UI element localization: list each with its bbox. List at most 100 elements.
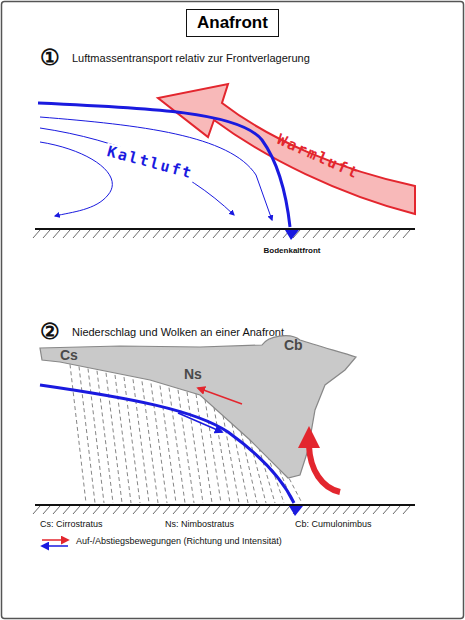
hatch-stroke <box>63 230 70 238</box>
legend-arrow-sample <box>42 539 68 541</box>
cloud-type-label: Cb <box>284 337 303 353</box>
hatch-stroke <box>183 506 190 514</box>
hatch-stroke <box>113 230 120 238</box>
rain-streak <box>70 364 86 503</box>
rain-streak <box>214 408 230 503</box>
cloud-outline <box>38 335 358 485</box>
rain-streak <box>151 383 167 503</box>
rain-streak <box>124 377 140 503</box>
rain-streak <box>106 373 122 503</box>
warm-air-arrow <box>158 84 415 214</box>
hatch-stroke <box>263 230 270 238</box>
hatch-stroke <box>373 506 380 514</box>
hatch-stroke <box>243 230 250 238</box>
legend-entry: Cs: Cirrostratus <box>40 519 103 529</box>
rain-streak <box>178 390 194 503</box>
hatch-stroke <box>83 506 90 514</box>
cloud-body <box>40 336 356 478</box>
hatch-stroke <box>43 230 50 238</box>
hatch-stroke <box>343 506 350 514</box>
hatch-stroke <box>193 230 200 238</box>
cloud-shape: Cs CbNs <box>38 335 358 485</box>
hatch-stroke <box>33 230 40 238</box>
hatch-stroke <box>323 506 330 514</box>
panel-number: ① <box>40 45 60 70</box>
hatch-stroke <box>253 230 260 238</box>
hatch-stroke <box>403 506 410 514</box>
hatch-stroke <box>53 230 60 238</box>
hatch-stroke <box>213 230 220 238</box>
hatch-stroke <box>123 506 130 514</box>
hatch-stroke <box>53 506 60 514</box>
hatch-stroke <box>353 230 360 238</box>
hatch-stroke <box>383 230 390 238</box>
descent-arrow <box>178 413 222 432</box>
hatch-stroke <box>163 230 170 238</box>
ground-line <box>35 228 415 230</box>
hatch-stroke <box>73 506 80 514</box>
hatch-stroke <box>143 230 150 238</box>
cloud-type-label: Ns <box>184 366 202 382</box>
legend-entry: Ns: Nimbostratus <box>165 519 234 529</box>
hatch-stroke <box>203 230 210 238</box>
rain-streak <box>187 392 203 503</box>
cold-front-symbol <box>285 230 299 240</box>
hatch-stroke <box>33 506 40 514</box>
hatch-stroke <box>233 506 240 514</box>
hatch-stroke <box>223 230 230 238</box>
rain-streak <box>160 386 176 503</box>
cloud-group <box>40 336 356 478</box>
hatch-stroke <box>233 230 240 238</box>
hatch-stroke <box>243 506 250 514</box>
hatch-stroke <box>133 230 140 238</box>
rain-streak <box>196 394 212 503</box>
hatch-stroke <box>133 506 140 514</box>
hatch-stroke <box>43 506 50 514</box>
rain-streak <box>142 381 158 503</box>
hatch-stroke <box>163 506 170 514</box>
panel-heading: Niederschlag und Wolken an einer Anafron… <box>72 326 284 339</box>
hatch-stroke <box>303 230 310 238</box>
legend-entry: Cb: Cumulonimbus <box>295 519 372 529</box>
hatch-stroke <box>343 230 350 238</box>
hatch-stroke <box>333 230 340 238</box>
hatch-stroke <box>313 230 320 238</box>
hatch-stroke <box>63 506 70 514</box>
hatch-stroke <box>273 506 280 514</box>
hatch-stroke <box>393 230 400 238</box>
rain-streak <box>97 371 113 503</box>
hatch-stroke <box>153 506 160 514</box>
hatch-stroke <box>153 230 160 238</box>
hatch-stroke <box>83 230 90 238</box>
hatch-stroke <box>73 230 80 238</box>
ground-hatching <box>33 230 410 238</box>
hatch-stroke <box>253 506 260 514</box>
cold-air-flow <box>40 128 234 215</box>
rain-streak <box>205 400 221 504</box>
legend-entry: Auf-/Abstiegsbewegungen (Richtung und In… <box>76 536 282 546</box>
hatch-stroke <box>383 506 390 514</box>
air-mass-label: Kaltluft <box>103 143 197 184</box>
hatch-stroke <box>333 506 340 514</box>
rain-streak <box>133 379 149 503</box>
hatch-stroke <box>303 506 310 514</box>
diagram-title: Anafront <box>186 9 279 37</box>
hatch-stroke <box>103 230 110 238</box>
hatch-stroke <box>363 230 370 238</box>
rain-streak <box>169 388 185 503</box>
cloud-type-label: Cs <box>60 347 78 363</box>
hatch-stroke <box>123 230 130 238</box>
hatch-stroke <box>113 506 120 514</box>
cold-front-symbol <box>289 506 303 516</box>
hatch-stroke <box>223 506 230 514</box>
ground-hatching <box>33 506 410 514</box>
hatch-stroke <box>263 506 270 514</box>
hatch-stroke <box>313 506 320 514</box>
hatch-stroke <box>353 506 360 514</box>
hatch-stroke <box>183 230 190 238</box>
ascent-arrow <box>309 446 340 492</box>
hatch-stroke <box>363 506 370 514</box>
hatch-stroke <box>393 506 400 514</box>
hatch-stroke <box>93 506 100 514</box>
